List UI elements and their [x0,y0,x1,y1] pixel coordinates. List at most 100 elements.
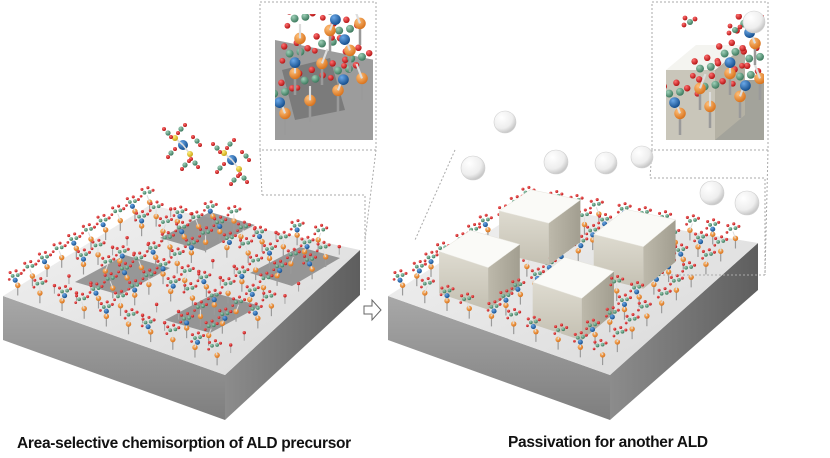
carbon-atom [82,296,87,301]
oxygen-atom [114,253,118,257]
metal-atom [188,245,194,251]
oxygen-atom [91,240,95,244]
oxygen-atom [283,294,287,298]
carbon-atom [220,219,225,224]
oxygen-atom [170,249,174,253]
oxygen-atom [364,0,370,1]
oxygen-atom [673,79,680,87]
oxygen-atom [727,23,733,29]
oxygen-atom [505,289,509,293]
carbon-atom [244,224,248,229]
caption-right: Passivation for another ALD [508,434,708,451]
oxygen-atom [573,339,576,343]
surface-hydroxyl [176,309,181,320]
oxygen-atom [222,233,226,237]
sulfur-atom [187,151,193,157]
oxygen-atom [337,244,341,249]
oxygen-atom [695,76,703,83]
oxygen-atom [629,282,634,286]
oxygen-atom [151,188,155,192]
oxygen-atom [600,200,604,204]
oxygen-atom [233,204,237,209]
bond [81,301,85,309]
oxygen-atom [97,238,101,242]
oxygen-atom [597,221,601,225]
oxygen-atom [530,276,533,279]
oxygen-atom [478,215,482,219]
oxygen-atom [33,278,37,282]
oxygen-atom [179,313,184,317]
oxygen-atom [509,196,513,200]
oxygen-atom [172,323,176,327]
carbon-atom [711,80,720,89]
oxygen-atom [199,300,203,304]
oxygen-atom [191,266,195,270]
oxygen-atom [204,302,208,307]
oxygen-atom [207,340,211,344]
carbon-atom [151,205,156,209]
precursor-molecule [725,222,741,249]
oxygen-atom [218,291,222,295]
oxygen-atom [585,327,588,331]
oxygen-atom [585,320,589,324]
bond [322,249,327,257]
precursor-molecule [311,29,344,85]
oxygen-atom [95,222,99,226]
oxygen-atom [111,206,115,210]
precursor-molecule [637,300,652,327]
oxygen-atom [131,260,135,263]
oxygen-atom [142,270,146,274]
metal-atom [482,222,488,228]
oxygen-atom [141,277,145,280]
oxygen-atom [123,316,127,320]
oxygen-atom [244,236,249,240]
inhibitor-sphere [543,149,569,175]
oxygen-atom [603,212,608,217]
carbon-atom [89,227,93,231]
oxygen-atom [39,277,43,281]
oxygen-atom [158,217,162,221]
oxygen-atom [165,332,169,336]
oxygen-atom [222,162,226,166]
carbon-atom [300,76,309,85]
oxygen-atom [704,233,709,237]
oxygen-atom [109,272,113,276]
metal-atom [226,239,232,245]
oxygen-atom [506,316,510,320]
precursor-molecule [612,325,628,353]
surface-hydroxyl [218,275,223,286]
carbon-atom [77,297,81,302]
oxygen-atom [536,267,540,271]
oxygen-atom [435,250,439,253]
bond [643,309,648,317]
oxygen-atom [75,294,79,298]
oxygen-atom [198,234,201,238]
oxygen-atom [180,167,184,171]
carbon-atom [231,177,237,183]
inhibitor-sphere [734,190,760,216]
carbon-atom [131,312,136,316]
carbon-atom [252,287,257,292]
precursor-molecule [155,257,171,285]
oxygen-atom [236,222,240,226]
sulfur-atom [236,166,242,172]
oxygen-atom [113,298,116,302]
oxygen-atom [103,273,107,277]
carbon-atom [40,280,45,285]
carbon-atom [561,327,566,332]
carbon-atom [588,228,593,233]
metal-atom [12,277,18,283]
oxygen-atom [158,224,161,227]
carbon-atom [288,252,293,257]
oxygen-atom [218,275,223,280]
oxygen-atom [187,159,191,163]
carbon-atom [720,49,729,58]
oxygen-atom [616,274,620,278]
metal-atom [710,226,716,232]
carbon-atom [230,235,234,240]
oxygen-atom [136,197,140,202]
oxygen-atom [202,208,206,212]
inhibitor-sphere [699,180,725,206]
oxygen-atom [229,182,233,186]
oxygen-atom [624,321,628,325]
